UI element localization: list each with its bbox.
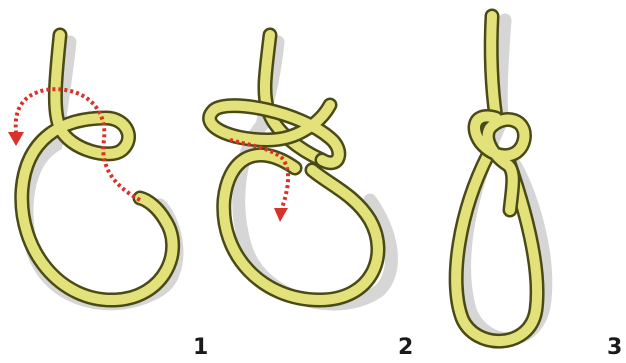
step-1-rope — [22, 35, 173, 300]
step-2-illustration — [210, 35, 392, 304]
step-number-3: 3 — [607, 337, 622, 359]
step-3-illustration — [456, 16, 546, 341]
step-1-illustration — [8, 35, 177, 304]
step-2-arrowhead — [274, 208, 288, 222]
step-number-1: 1 — [193, 337, 208, 359]
step-3-rope-standing — [491, 16, 496, 118]
step-1-arrowhead — [8, 132, 24, 146]
step-number-2: 2 — [398, 337, 413, 359]
